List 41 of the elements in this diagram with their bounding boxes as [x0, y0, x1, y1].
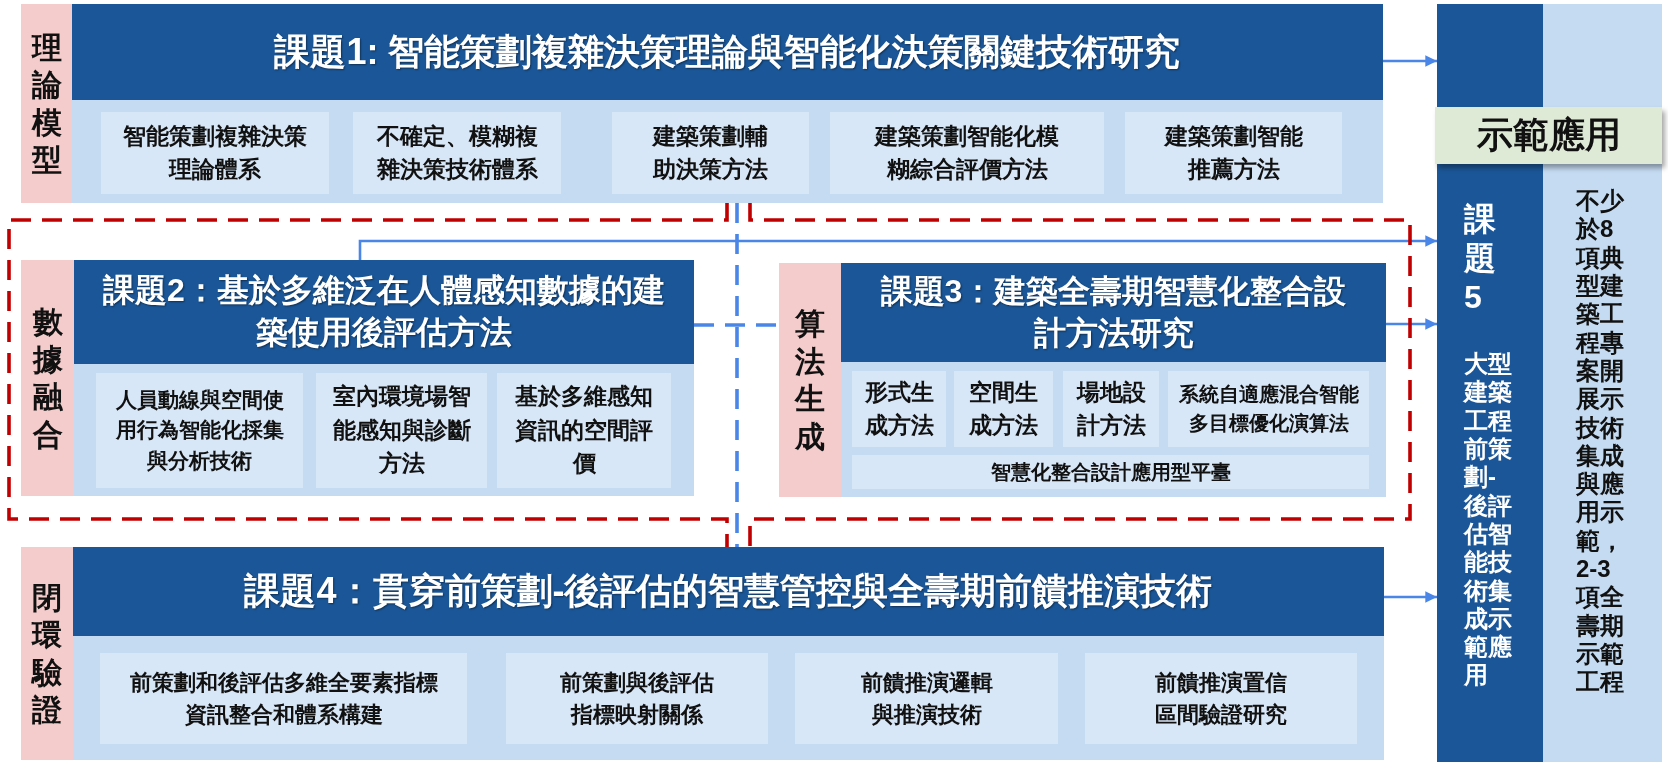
- dashed-connector: [7, 202, 729, 547]
- topic-heading: 課題2：基於多維泛在人體感知數據的建築使用後評估方法: [74, 260, 694, 364]
- subtopic-card: 前策劃和後評估多維全要素指標資訊整合和體系構建: [100, 653, 467, 744]
- dashed-connector: [735, 203, 739, 547]
- subtopic-card: 前饋推演邏輯與推演技術: [795, 653, 1058, 744]
- target-description: 不少於8項典型建築工程專案開展示技術集成與應用示範，2-3項全壽期示範工程: [1576, 187, 1625, 697]
- topic-panel: [73, 547, 1384, 760]
- row-label: 閉環驗證: [21, 547, 73, 760]
- row-label: 算法生成: [779, 263, 841, 497]
- dashed-connector: [748, 202, 1412, 547]
- topic-description: 大型建築工程前策劃-後評估智能技術集成示範應用: [1464, 350, 1513, 690]
- row-label: 理論模型: [21, 4, 72, 203]
- subtopic-card: 系統自適應混合智能多目標優化演算法: [1168, 371, 1369, 447]
- subtopic-card: 場地設計方法: [1063, 371, 1159, 447]
- dashed-connector: [694, 323, 779, 327]
- topic-panel: [74, 260, 694, 496]
- topic-heading: 課題4：貫穿前策劃-後評估的智慧管控與全壽期前饋推演技術: [73, 547, 1384, 636]
- row-label: 數據融合: [21, 260, 74, 496]
- subtopic-card: 形式生成方法: [852, 371, 946, 447]
- arrow: [1383, 55, 1437, 67]
- subtopic-card: 前饋推演置信區間驗證研究: [1085, 653, 1357, 744]
- subtopic-card: 建築策劃智能推薦方法: [1125, 112, 1342, 194]
- topic-heading: 課題5: [1464, 200, 1497, 318]
- section-banner: 示範應用: [1435, 107, 1662, 164]
- subtopic-card: 基於多維感知資訊的空間評價: [497, 373, 671, 488]
- arrow: [358, 235, 1437, 260]
- arrow: [1384, 591, 1437, 603]
- topic-heading: 課題3：建築全壽期智慧化整合設計方法研究: [841, 263, 1386, 362]
- subtopic-card: 前策劃與後評估指標映射關係: [506, 653, 768, 744]
- subtopic-card: 建築策劃智能化模糊綜合評價方法: [830, 112, 1104, 194]
- topic-panel: [72, 4, 1383, 203]
- subtopic-card: 人員動線與空間使用行為智能化採集與分析技術: [96, 373, 303, 488]
- subtopic-card: 不確定、模糊複雜決策技術體系: [353, 112, 561, 194]
- subtopic-card: 智能策劃複雜決策理論體系: [101, 112, 329, 194]
- subtopic-card: 空間生成方法: [954, 371, 1053, 447]
- subtopic-card: 建築策劃輔助決策方法: [612, 112, 809, 194]
- platform-card: 智慧化整合設計應用型平臺: [852, 455, 1369, 489]
- subtopic-card: 室內環境場智能感知與診斷方法: [316, 373, 487, 488]
- topic-heading: 課題1: 智能策劃複雜決策理論與智能化決策關鍵技術研究: [72, 4, 1383, 100]
- arrow: [1386, 318, 1437, 330]
- topic-panel: [841, 263, 1386, 497]
